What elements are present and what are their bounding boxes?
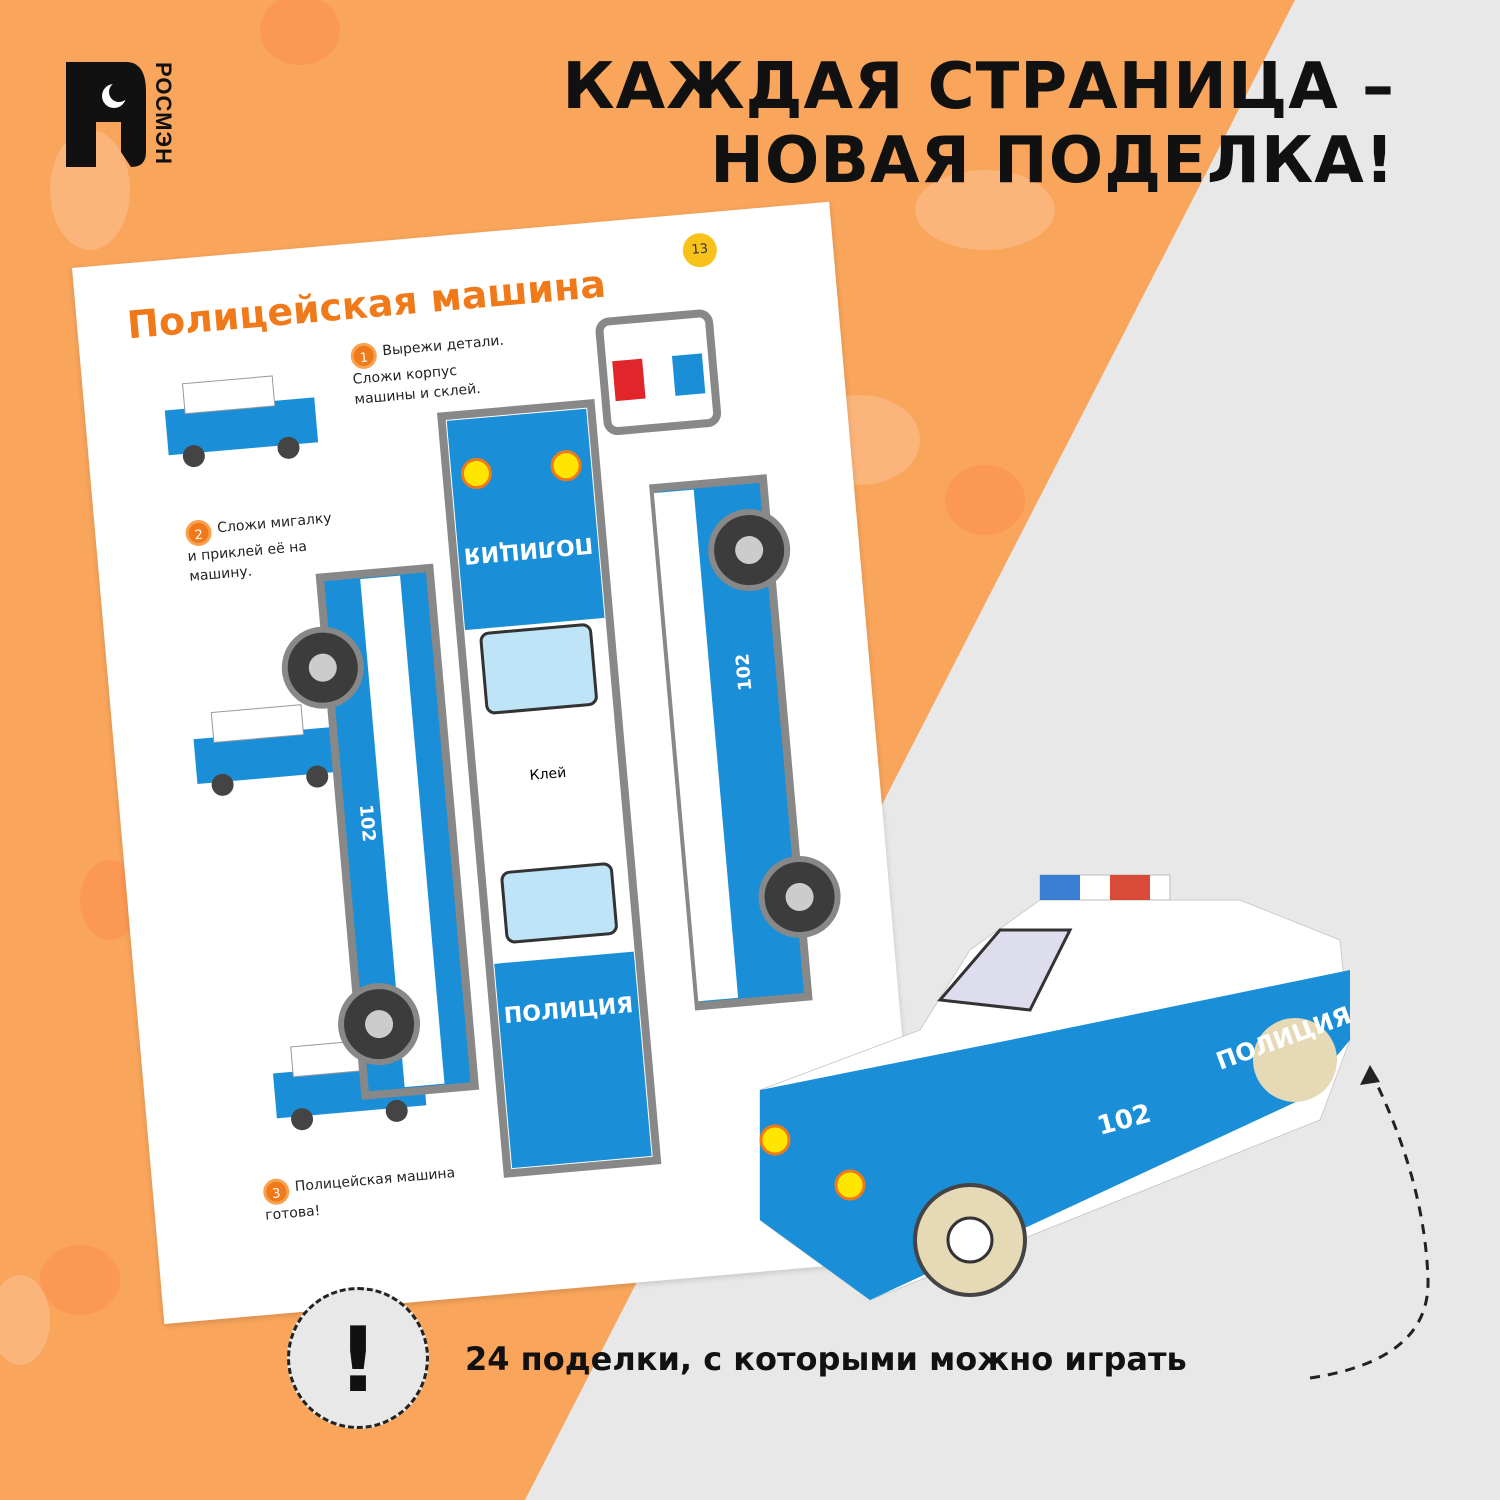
crafts-count-note: 24 поделки, с которыми можно играть [465,1340,1187,1378]
assembled-paper-car: ПОЛИЦИЯ 102 [759,874,1355,1301]
exclamation-icon: ! [287,1287,429,1429]
car-number: 102 [355,804,379,843]
headline-line-2: НОВАЯ ПОДЕЛКА! [710,124,1395,198]
dashed-arrow-icon [1309,1065,1430,1380]
rosmen-logo [66,62,146,167]
brand-name: РОСМЭН [151,62,176,165]
car-number: 102 [732,653,756,692]
car-cutout-template: ПОЛИЦИЯ Клей ПОЛИЦИЯ 102 102 [164,309,841,1178]
headline-line-1: КАЖДАЯ СТРАНИЦА – [562,50,1395,124]
headline: КАЖДАЯ СТРАНИЦА – НОВАЯ ПОДЕЛКА! [562,50,1395,198]
glue-label: Клей [529,765,567,784]
